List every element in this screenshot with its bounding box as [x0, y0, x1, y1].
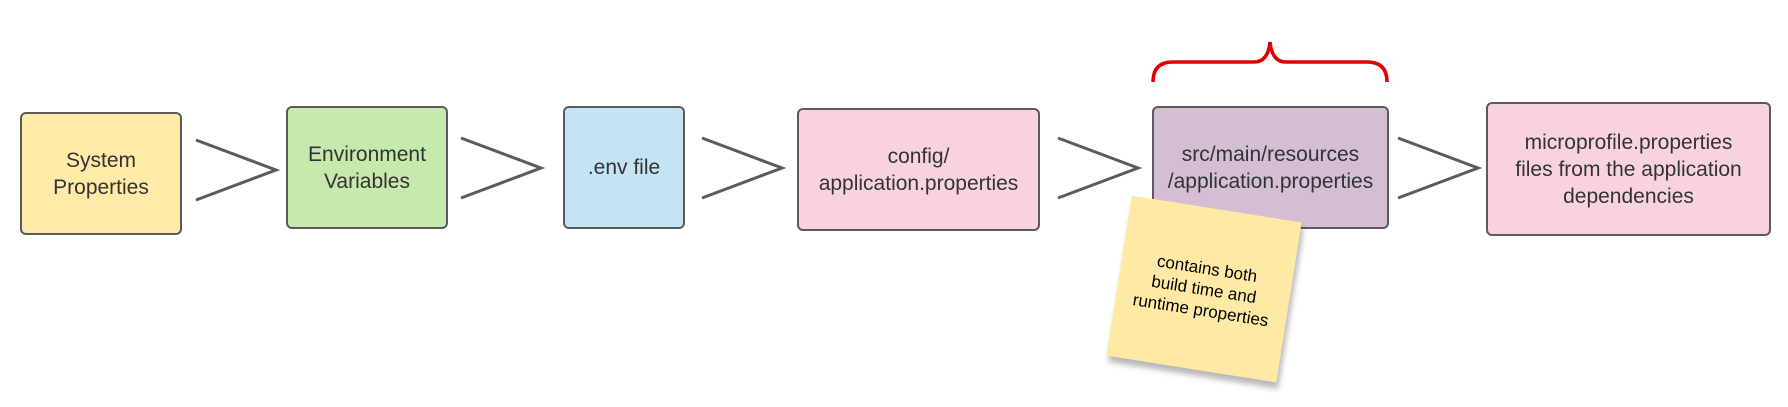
config-application-properties-box: config/ application.properties: [797, 108, 1040, 231]
environment-variables-box: Environment Variables: [286, 106, 448, 229]
priority-arrow-3: [701, 136, 787, 200]
priority-arrow-2: [460, 136, 546, 200]
priority-arrow-5: [1397, 136, 1483, 200]
env-file-box: .env file: [563, 106, 685, 229]
system-properties-box: System Properties: [20, 112, 182, 235]
priority-arrow-4: [1057, 136, 1143, 200]
sticky-note: contains both build time and runtime pro…: [1106, 195, 1302, 383]
priority-arrow-1: [195, 138, 281, 202]
resources-application-properties-box: src/main/resources /application.properti…: [1152, 106, 1389, 229]
red-brace: [1151, 41, 1389, 83]
microprofile-properties-box: microprofile.properties files from the a…: [1486, 102, 1771, 236]
